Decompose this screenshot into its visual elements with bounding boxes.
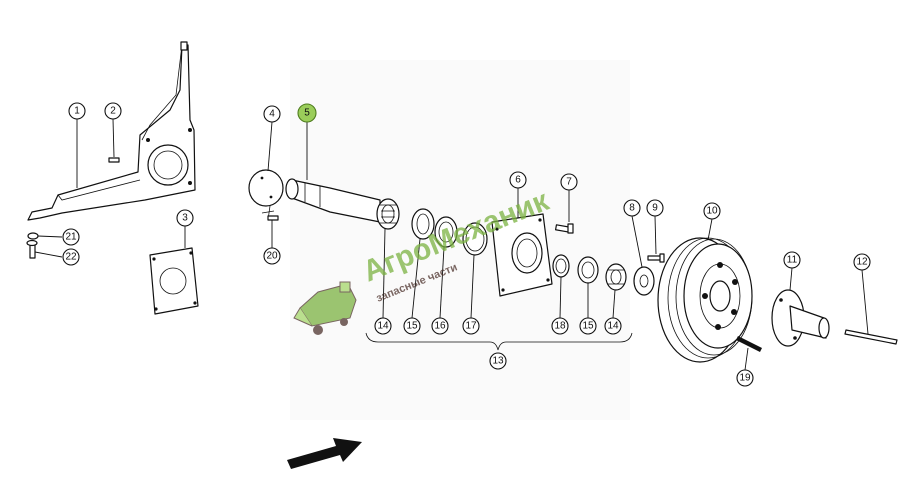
svg-text:12: 12 xyxy=(856,257,868,268)
part-bolt-7 xyxy=(554,223,574,234)
svg-text:19: 19 xyxy=(739,373,751,384)
callout-9[interactable]: 9 xyxy=(646,199,664,217)
svg-text:15: 15 xyxy=(582,321,594,332)
part-bearing-left xyxy=(376,198,400,230)
callout-8[interactable]: 8 xyxy=(623,199,641,217)
svg-text:2: 2 xyxy=(110,106,116,117)
svg-text:4: 4 xyxy=(269,109,275,120)
callout-20[interactable]: 20 xyxy=(263,247,281,265)
part-bearing-right xyxy=(605,263,627,291)
part-bolt-9 xyxy=(647,253,665,263)
svg-text:20: 20 xyxy=(266,251,278,262)
callout-10[interactable]: 10 xyxy=(703,202,721,220)
callout-22[interactable]: 22 xyxy=(62,248,80,266)
part-seal-16 xyxy=(434,216,458,248)
part-ring-18 xyxy=(552,254,570,278)
callout-16[interactable]: 16 xyxy=(431,317,449,335)
svg-text:11: 11 xyxy=(787,255,798,266)
svg-text:14: 14 xyxy=(377,321,389,332)
part-pulley xyxy=(657,237,753,363)
part-ring-15-right xyxy=(577,256,599,284)
svg-text:17: 17 xyxy=(465,321,477,332)
svg-text:18: 18 xyxy=(554,321,566,332)
part-belt xyxy=(736,336,762,352)
svg-text:14: 14 xyxy=(607,321,619,332)
combine-harvester-logo xyxy=(293,281,357,335)
part-washer-8 xyxy=(633,266,655,296)
part-hub xyxy=(771,289,830,347)
svg-text:6: 6 xyxy=(515,175,521,186)
callout-11[interactable]: 11 xyxy=(783,251,801,269)
callout-6[interactable]: 6 xyxy=(509,171,527,189)
callout-13[interactable]: 13 xyxy=(489,352,507,370)
callout-1[interactable]: 1 xyxy=(68,102,86,120)
callout-12[interactable]: 12 xyxy=(853,253,871,271)
part-bolt-washer xyxy=(26,232,39,259)
part-frame-bracket xyxy=(27,41,196,221)
callout-3[interactable]: 3 xyxy=(176,209,194,227)
svg-text:3: 3 xyxy=(182,213,188,224)
svg-text:1: 1 xyxy=(74,106,80,117)
callout-21[interactable]: 21 xyxy=(62,228,80,246)
part-rod xyxy=(844,329,898,345)
svg-text:22: 22 xyxy=(65,252,77,263)
svg-text:5: 5 xyxy=(304,108,310,119)
svg-text:7: 7 xyxy=(566,177,572,188)
callout-18[interactable]: 18 xyxy=(551,317,569,335)
direction-arrow xyxy=(287,438,362,469)
svg-text:9: 9 xyxy=(652,203,658,214)
part-bearing-housing xyxy=(491,213,553,297)
svg-text:15: 15 xyxy=(406,321,418,332)
diagram-background xyxy=(290,60,630,420)
part-screw-20 xyxy=(261,205,279,221)
callout-2[interactable]: 2 xyxy=(104,102,122,120)
group-bracket-13 xyxy=(365,332,633,351)
leader-lines xyxy=(34,118,869,371)
callout-7[interactable]: 7 xyxy=(560,173,578,191)
callout-17[interactable]: 17 xyxy=(462,317,480,335)
svg-text:10: 10 xyxy=(706,206,718,217)
svg-text:16: 16 xyxy=(434,321,446,332)
callout-5-highlighted[interactable]: 5 xyxy=(297,103,317,123)
part-gasket-plate xyxy=(149,247,199,315)
callout-15-right[interactable]: 15 xyxy=(579,317,597,335)
svg-text:8: 8 xyxy=(629,203,635,214)
callout-19[interactable]: 19 xyxy=(736,369,754,387)
callout-14-left[interactable]: 14 xyxy=(374,317,392,335)
part-snap-ring xyxy=(462,222,488,256)
callout-15-left[interactable]: 15 xyxy=(403,317,421,335)
svg-text:21: 21 xyxy=(65,232,77,243)
part-cover-disc xyxy=(248,169,284,207)
part-pin xyxy=(108,157,120,163)
svg-text:13: 13 xyxy=(492,356,504,367)
callout-4[interactable]: 4 xyxy=(263,105,281,123)
callout-14-right[interactable]: 14 xyxy=(604,317,622,335)
part-ring-15-left xyxy=(411,208,435,240)
